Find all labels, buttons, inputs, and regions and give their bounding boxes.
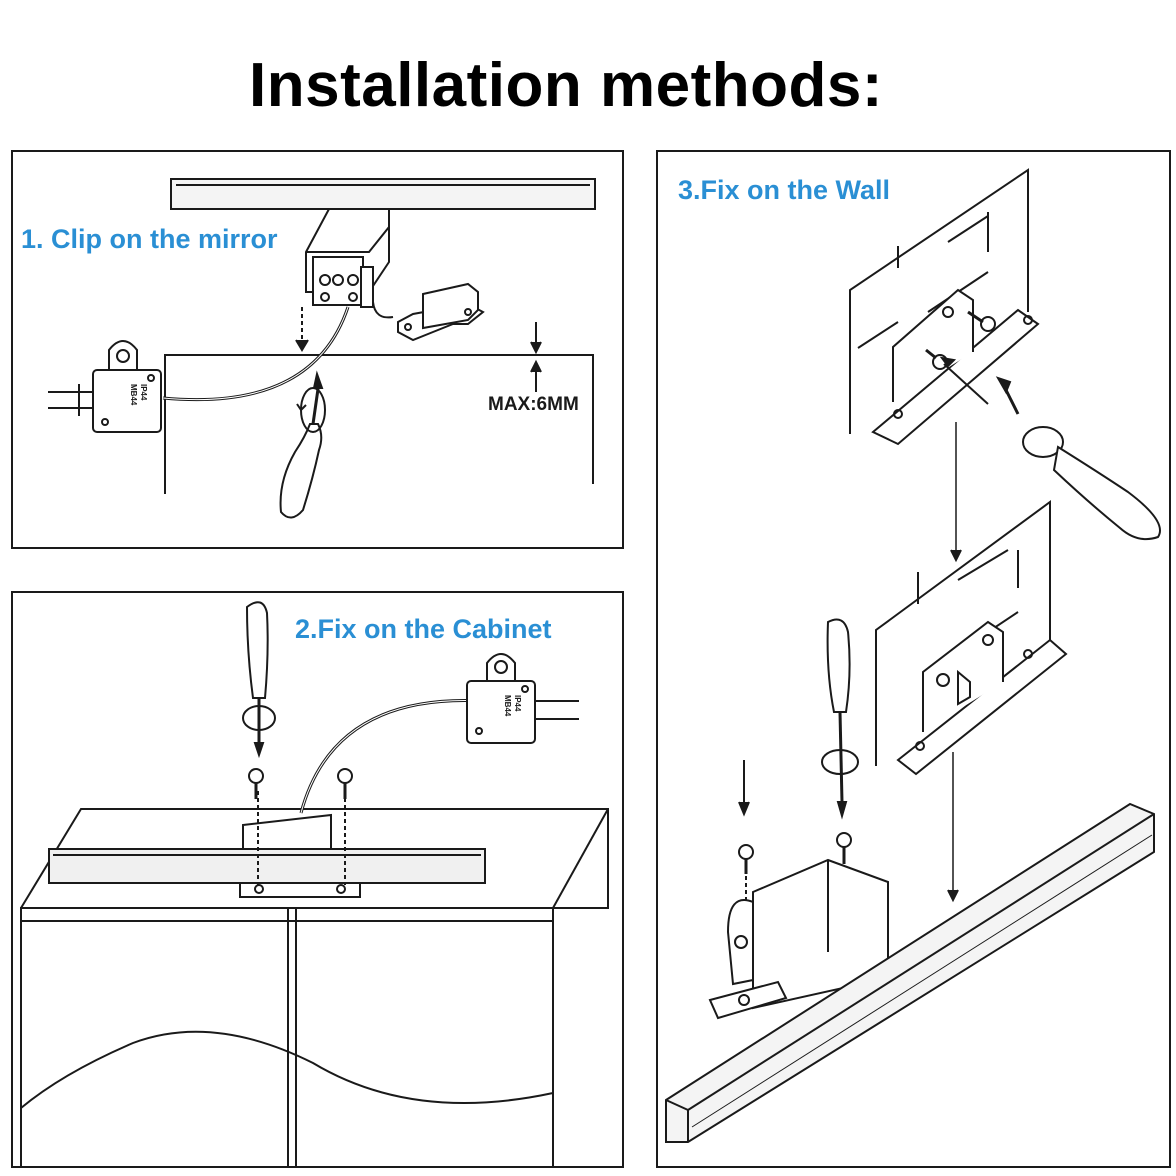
cabinet-top <box>20 808 609 1166</box>
wall-screwdriver-handle-upper <box>1052 445 1161 541</box>
max-thickness-note: MAX:6MM <box>488 394 579 415</box>
wall-illustration <box>665 168 1161 1143</box>
light-bar <box>170 178 596 210</box>
clip-mirror-illustration: MB44 IP44 <box>48 178 596 519</box>
label-clip-on-mirror: 1. Clip on the mirror <box>21 224 278 254</box>
screwdriver-handle <box>279 423 323 519</box>
wall-section-lower <box>875 500 1051 766</box>
page-title: Installation methods: <box>249 51 883 120</box>
cabinet-driver-box <box>466 680 536 744</box>
label-fix-on-wall: 3.Fix on the Wall <box>678 175 891 205</box>
label-fix-on-cabinet: 2.Fix on the Cabinet <box>295 614 552 644</box>
wall-light-bar <box>665 802 1155 1143</box>
mirror-outline <box>164 354 594 494</box>
panel-fix-on-wall: 3.Fix on the Wall <box>656 150 1171 1168</box>
cabinet-screwdriver-handle <box>245 601 269 699</box>
cabinet-illustration: MB44 IP44 <box>20 601 609 1166</box>
wall-screwdriver-handle-lower <box>826 618 851 713</box>
driver-label-model: MB44 <box>129 384 138 406</box>
cabinet-driver-label-model: MB44 <box>503 695 512 717</box>
screw-right <box>337 768 353 799</box>
panel-clip-on-mirror: MB44 IP44 1. Clip on the mirror MAX:6MM <box>11 150 624 549</box>
cabinet-driver-label-rating: IP44 <box>513 695 522 712</box>
screw-left <box>248 768 264 799</box>
driver-box <box>92 369 162 433</box>
driver-label-rating: IP44 <box>139 384 148 401</box>
bracket-plate <box>239 882 361 898</box>
panel-fix-on-cabinet: MB44 IP44 2.Fix on the Cabinet <box>11 591 624 1168</box>
